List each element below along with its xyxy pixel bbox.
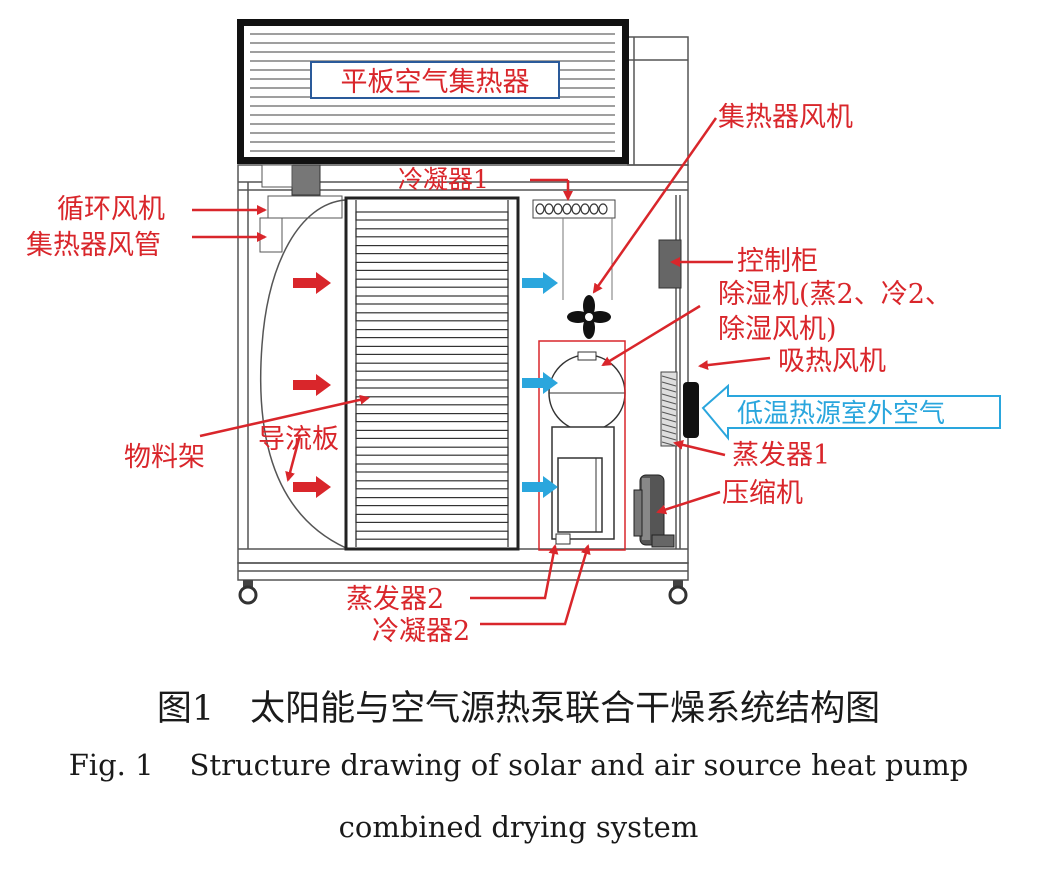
label-circ-fan: 循环风机 [57,194,165,225]
rack-shelf [355,295,509,305]
leader-material-rack [199,394,370,438]
label-evaporator1: 蒸发器1 [732,440,830,471]
leader-dehumidifier [601,304,701,367]
rack-shelf [355,446,509,456]
rack-shelf [355,329,509,339]
collector-fan-icon [567,295,611,339]
leader-condenser2 [480,544,591,626]
condenser-coil [580,203,590,215]
condenser-coil [598,203,608,215]
caption-english-line2: combined drying system [338,810,699,844]
evaporator-fin [661,387,677,393]
rack-shelf [355,513,509,524]
right-compartment-lines [562,218,613,300]
caption-cn-text: 太阳能与空气源热泵联合干燥系统结构图 [250,689,881,729]
leader-heat-fan [698,356,771,371]
evaporator-fin [661,381,677,387]
circulation-fan [261,164,343,219]
evaporator-fin [661,405,677,411]
rack-shelf [355,211,509,221]
rack-shelf [355,413,509,423]
heat-absorbing-fan [683,382,699,438]
leader-compressor [656,490,721,515]
material-rack [344,196,520,551]
leader-lines [192,117,771,626]
rack-shelf [355,261,509,271]
evaporator-fin [661,399,677,405]
caption-chinese: 图1 太阳能与空气源热泵联合干燥系统结构图 [0,680,1037,731]
condenser-coil [571,203,581,215]
condenser-coil [553,203,563,215]
caption-english-line1: Fig. 1 Structure drawing of solar and air… [0,748,1037,782]
evaporator-1 [660,371,678,447]
label-dehumidifier-line1: 除湿机(蒸2、冷2、 [718,279,952,310]
rack-shelf [355,429,509,439]
label-deflector: 导流板 [258,424,339,455]
red-flow-arrow [293,272,331,294]
evaporator-fin [661,393,677,399]
rack-shelf [355,362,509,372]
rack-shelf [355,345,509,355]
label-material-rack: 物料架 [124,442,205,473]
rack-shelf [355,312,509,322]
label-collector-fan: 集热器风机 [718,102,853,133]
rack-shelf [355,396,509,406]
label-condenser1: 冷凝器1 [398,165,489,194]
blue-flow-arrows [522,272,558,498]
condenser-1 [532,199,616,219]
label-condenser2: 冷凝器2 [372,616,470,647]
leader-collector-fan [592,117,718,294]
control-cabinet [658,239,682,289]
condenser-coil [589,203,599,215]
collector-duct [259,217,283,253]
blue-flow-arrow [522,272,558,294]
solar-air-collector: 平板空气集热器 [237,19,629,164]
caption-cn-number: 图1 [156,689,215,729]
blue-flow-arrow [522,476,558,498]
rack-shelf [355,379,509,389]
rack-shelf [355,278,509,288]
condenser-coil [544,203,554,215]
rack-shelf [355,530,509,540]
wheel-left [238,580,258,605]
rack-shelf [355,480,509,490]
rack-shelf [355,228,509,238]
rack-shelf [355,245,509,255]
leader-deflector [285,434,302,482]
dehumidifier [548,351,626,545]
caption-en-text: Structure drawing of solar and air sourc… [189,748,969,782]
evaporator-fin [661,429,677,435]
blue-flow-arrow [522,372,558,394]
caption-en-number: Fig. 1 [68,748,154,782]
label-collector-duct: 集热器风管 [26,230,161,261]
label-dehumidifier-line2: 除湿风机) [718,314,837,345]
deflector-plate [259,199,347,549]
evaporator-fin [661,411,677,417]
rack-shelf [355,497,509,507]
label-outdoor-air: 低温热源室外空气 [737,399,945,429]
collector-label-box [310,61,560,99]
evaporator-fin [661,423,677,429]
leader-evaporator1 [673,440,726,457]
leader-evaporator2 [470,544,559,600]
label-control-cabinet: 控制柜 [737,246,818,277]
collector-label: 平板空气集热器 [341,67,530,98]
condenser-coil [562,203,572,215]
evaporator-fin [661,435,677,441]
structure-diagram: 平板空气集热器 [26,19,1001,647]
red-flow-arrows [293,272,331,498]
rack-shelf [355,463,509,473]
evaporator-fin [661,375,677,381]
red-flow-arrow [293,476,331,498]
condenser-coil [535,203,545,215]
wheel-right [668,580,688,605]
label-compressor: 压缩机 [722,478,803,509]
label-evaporator2: 蒸发器2 [346,584,444,615]
outdoor-air-arrow [701,383,1001,441]
label-heat-fan: 吸热风机 [778,346,886,377]
compressor [633,474,675,548]
evaporator-fin [661,417,677,423]
red-flow-arrow [293,374,331,396]
